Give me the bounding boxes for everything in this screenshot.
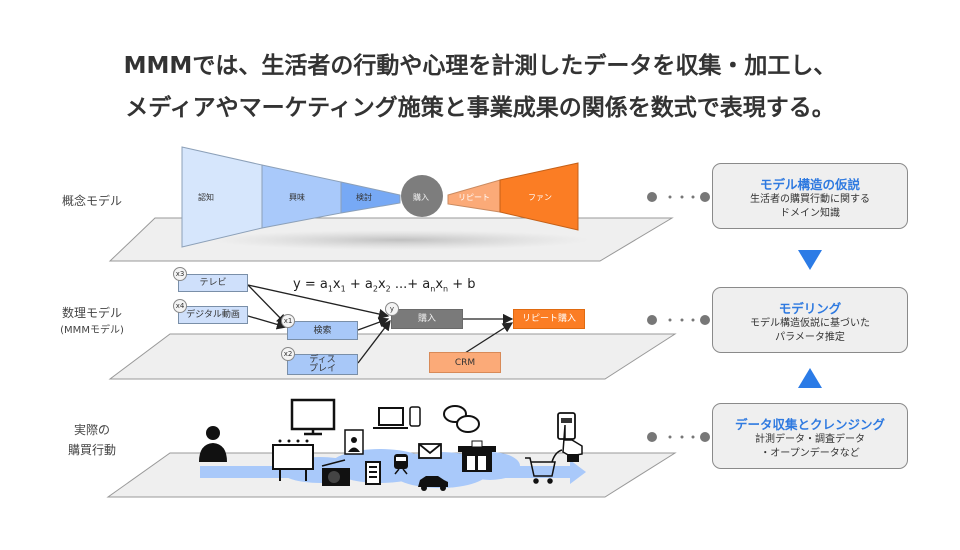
var-badge-purchase: y — [385, 302, 399, 316]
panel-modeling-title: モデリング — [778, 301, 842, 316]
var-badge-tv: x3 — [173, 267, 187, 281]
funnel-label-purchase: 購入 — [413, 193, 429, 202]
panel-modeling: モデリング モデル構造仮説に基づいた パラメータ推定 — [712, 287, 908, 353]
panel-model-hypothesis-body1: 生活者の購買行動に関する — [750, 194, 870, 205]
panel-data-collection-body1: 計測データ・調査データ — [755, 434, 865, 445]
funnel-label-awareness: 認知 — [198, 193, 214, 202]
panel-data-collection-title: データ収集とクレンジング — [734, 417, 885, 432]
funnel-fan — [499, 162, 579, 231]
connector-math — [647, 315, 710, 325]
layer-label-math-sub: (MMMモデル) — [60, 325, 124, 336]
arrow-search-to-purchase — [357, 317, 390, 331]
funnel-shadow — [210, 230, 590, 250]
funnel-label-interest: 興味 — [289, 193, 305, 202]
headline-line-2: メディアやマーケティング施策と事業成果の関係を数式で表現する。 — [125, 95, 835, 121]
taxi-icon — [418, 476, 448, 491]
var-badge-search: x1 — [281, 314, 295, 328]
laptop-icon — [373, 407, 408, 429]
tv-monitor-icon — [290, 398, 336, 436]
node-display: ディス プレイ — [287, 354, 358, 375]
radio-icon — [321, 459, 350, 486]
panel-model-hypothesis-body2: ドメイン知識 — [780, 208, 840, 219]
layer-label-behavior-line1: 実際の — [73, 423, 110, 437]
connector-concept — [647, 192, 710, 202]
person-icon — [199, 426, 227, 462]
buy-button-tap-icon — [557, 412, 583, 462]
newspaper-icon — [365, 461, 381, 485]
mmm-formula: y = a1x1 + a2x2 ...+ anxn + b — [293, 277, 476, 294]
var-badge-display: x2 — [281, 347, 295, 361]
layer-label-math-title: 数理モデル — [61, 306, 122, 320]
funnel-purchase — [401, 175, 443, 217]
layer-label-behavior-line2: 購買行動 — [67, 443, 116, 457]
node-search: 検索 — [287, 321, 358, 340]
mail-icon — [418, 443, 442, 459]
arrow-down-icon — [798, 250, 822, 270]
panel-modeling-body2: パラメータ推定 — [775, 332, 845, 343]
layer-label-behavior: 実際の 購買行動 — [52, 420, 132, 460]
plane-math — [108, 333, 677, 380]
node-crm: CRM — [429, 352, 501, 373]
panel-model-hypothesis-title: モデル構造の仮説 — [759, 177, 860, 192]
layer-label-concept: 概念モデル — [61, 194, 122, 208]
magazine-icon — [344, 429, 364, 455]
var-badge-digital-video: x4 — [173, 299, 187, 313]
layer-label-math: 数理モデル (MMMモデル) — [52, 304, 132, 336]
train-icon — [394, 454, 408, 475]
arrow-tv-to-purchase — [247, 284, 390, 320]
headline-line-1: MMMでは、生活者の行動や心理を計測したデータを収集・加工し、 — [123, 53, 837, 79]
node-purchase: 購入 — [391, 309, 463, 329]
node-repeat-purchase: リピート購入 — [513, 309, 585, 329]
arrow-display-to-purchase — [357, 319, 391, 364]
panel-model-hypothesis: モデル構造の仮説 生活者の購買行動に関する ドメイン知識 — [712, 163, 908, 229]
connector-behavior — [647, 432, 710, 442]
smartphone-icon — [409, 406, 421, 427]
arrow-up-icon — [798, 368, 822, 388]
arrow-video-to-search — [247, 315, 288, 330]
panel-data-collection: データ収集とクレンジング 計測データ・調査データ ・オープンデータなど — [712, 403, 908, 469]
panel-modeling-body1: モデル構造仮説に基づいた — [750, 318, 870, 329]
node-tv: テレビ — [178, 274, 248, 292]
arrow-crm-to-repeat — [464, 322, 514, 354]
funnel-label-repeat: リピート — [458, 193, 490, 202]
chat-icon — [443, 405, 480, 433]
panel-data-collection-body2: ・オープンデータなど — [760, 448, 860, 459]
node-digital-video: デジタル動画 — [178, 306, 248, 324]
funnel-label-fan: ファン — [528, 193, 552, 202]
funnel-label-consideration: 検討 — [356, 193, 372, 202]
funnel-consideration — [340, 181, 401, 214]
shopping-cart-icon — [525, 449, 563, 484]
billboard-icon — [272, 439, 314, 481]
arrow-tv-to-search — [247, 284, 287, 325]
convenience-store-icon — [458, 440, 496, 472]
